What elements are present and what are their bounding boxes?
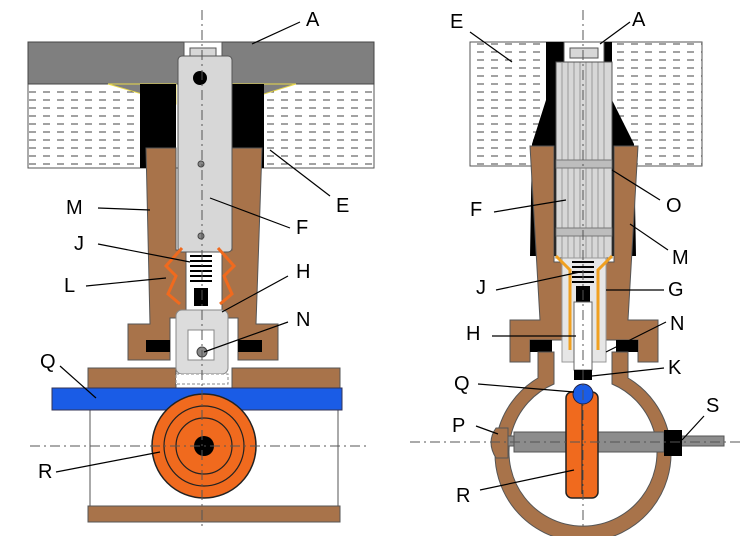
right-label-r: R <box>456 485 470 507</box>
right-label-e: E <box>450 11 463 33</box>
left-body-m <box>127 147 187 361</box>
left-clip-l <box>163 247 184 306</box>
right-label-o: O <box>666 195 682 217</box>
left-label-h: H <box>296 261 310 283</box>
left-label-j: J <box>74 233 84 255</box>
right-body-m <box>509 145 563 363</box>
right-view: E A O F M J G H N K Q P S R <box>410 9 744 536</box>
right-spring-j <box>572 261 594 283</box>
left-label-q: Q <box>40 351 56 373</box>
right-label-p: P <box>452 415 465 437</box>
left-leaders <box>55 21 331 473</box>
left-view: A E M F J L H N Q R <box>27 9 375 530</box>
right-leaders <box>469 21 705 491</box>
right-label-k: K <box>668 357 682 379</box>
left-label-m: M <box>66 197 83 219</box>
right-label-n: N <box>670 313 684 335</box>
left-spring-j <box>190 255 212 282</box>
left-base-plate <box>87 505 341 523</box>
left-label-n: N <box>296 309 310 331</box>
left-label-l: L <box>64 275 75 297</box>
left-label-e: E <box>336 195 349 217</box>
right-label-f: F <box>470 199 482 221</box>
left-label-a: A <box>306 9 320 31</box>
left-plunger-f <box>177 55 233 253</box>
right-label-h: H <box>466 323 480 345</box>
left-label-f: F <box>296 217 308 239</box>
right-label-a: A <box>632 9 646 31</box>
right-label-j: J <box>476 277 486 299</box>
left-black-housing <box>140 84 176 168</box>
left-label-r: R <box>38 461 52 483</box>
right-label-q: Q <box>454 373 470 395</box>
right-label-g: G <box>668 279 684 301</box>
right-label-s: S <box>706 395 719 417</box>
right-label-m: M <box>672 247 689 269</box>
right-ring-frame <box>494 351 672 536</box>
